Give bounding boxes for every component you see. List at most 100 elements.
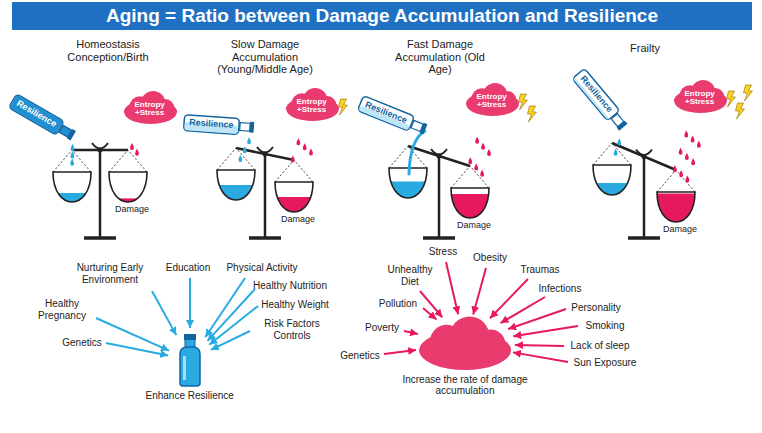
scale-base <box>84 236 116 240</box>
scale-bowl <box>593 165 631 195</box>
scale-bowl <box>53 172 91 202</box>
factor-arrow <box>490 279 528 318</box>
scale-strings <box>593 143 631 165</box>
scale-bowl <box>657 192 695 222</box>
cloud-shape <box>286 88 339 121</box>
node-text: Enhance Resilience <box>146 390 234 401</box>
factor-arrow <box>513 352 568 362</box>
stress-drop <box>487 149 491 156</box>
factor-arrow <box>515 344 564 347</box>
illustration-shape <box>476 329 505 358</box>
bottle-body <box>357 96 414 131</box>
bottle-cap <box>249 122 254 133</box>
factor-label: Stress <box>429 246 457 258</box>
bottle-cap <box>184 334 196 340</box>
factor-label: Genetics <box>62 337 101 349</box>
node-text: Entropy +Stress <box>297 98 327 116</box>
factor-label: Healthy Weight <box>261 299 329 311</box>
stress-drop <box>135 149 139 156</box>
scale-pivot-dot <box>263 152 268 157</box>
cloud-shape <box>674 80 727 113</box>
stress-drop <box>481 143 485 150</box>
resilience-drop <box>614 149 618 156</box>
stress-drop <box>309 149 313 156</box>
bottle-cap <box>616 121 627 131</box>
factor-arrow <box>513 326 578 336</box>
resilience-bottle: Resilience <box>7 92 77 143</box>
cloud-shape <box>124 91 177 124</box>
stress-drop <box>691 158 695 165</box>
bottle-body <box>572 68 620 120</box>
stress-drop <box>297 138 301 145</box>
resilience-bottle: Enhance Resilience <box>146 334 235 401</box>
damage-level <box>657 194 695 224</box>
factor-label: Risk Factors Controls <box>252 318 332 341</box>
stress-drop <box>130 143 134 150</box>
stage-heading: Homeostasis Conception/Birth <box>58 38 158 63</box>
stage-heading: Fast Damage Accumulation (Old Age) <box>390 38 490 76</box>
damage-label: Damage <box>281 214 315 224</box>
cloud-shape <box>419 316 511 370</box>
stress-drop <box>480 170 484 177</box>
scale-bowl <box>451 188 489 218</box>
factor-label: Personality <box>571 302 620 314</box>
bottle-cap <box>67 129 76 140</box>
node-text: Resilience <box>577 74 613 114</box>
stress-cloud: Increase the rate of damage accumulation <box>390 318 540 396</box>
resilience-level <box>593 183 631 196</box>
scale-strings <box>109 150 147 172</box>
rain-and-pour <box>70 85 752 183</box>
scale-base <box>423 236 455 240</box>
scale-strings <box>451 166 489 188</box>
bottle-cap <box>419 123 427 135</box>
stress-drop <box>679 170 683 177</box>
scale-stand <box>643 157 646 239</box>
factor-arrow <box>404 331 418 334</box>
lightning-bolt <box>519 94 528 110</box>
factor-label: Obesity <box>473 252 507 264</box>
bottle-body <box>183 115 239 135</box>
resilience-bottle: Resilience <box>570 67 629 133</box>
damage-level <box>451 194 489 219</box>
balance-scales <box>53 143 695 238</box>
balance-scale <box>217 147 313 238</box>
scale-stand <box>99 150 102 238</box>
node-text: Entropy +Stress <box>685 90 715 108</box>
stage-heading: Slow Damage Accumulation (Young/Middle A… <box>210 38 320 76</box>
factor-label: Traumas <box>520 264 559 276</box>
damage-label: Damage <box>115 204 149 214</box>
node-text: Entropy +Stress <box>477 93 507 111</box>
factor-arrow <box>420 291 442 317</box>
lightning-bolt <box>744 85 753 101</box>
node-text: Increase the rate of damage accumulation <box>390 374 540 396</box>
stress-drop <box>468 157 472 164</box>
stress-cloud: Entropy +Stress <box>124 92 177 124</box>
scale-base <box>628 236 660 240</box>
scale-bowl <box>217 170 255 200</box>
stress-drop <box>474 163 478 170</box>
balance-scale <box>53 143 147 238</box>
title-banner <box>12 2 752 30</box>
resilience-stream <box>409 131 425 174</box>
cloud-shape <box>466 83 519 116</box>
resilience-drop <box>247 137 251 144</box>
damage-label: Damage <box>457 220 491 230</box>
factor-arrow <box>384 350 416 354</box>
scale-pivot-dot <box>98 148 103 153</box>
factor-label: Healthy Nutrition <box>253 280 327 292</box>
factor-arrow <box>423 308 436 320</box>
stage-heading: Frailty <box>630 42 660 55</box>
bottle-liquid <box>9 95 63 135</box>
resilience-drop <box>243 146 247 153</box>
resilience-bottle: Resilience <box>182 114 254 137</box>
scale-strings <box>389 146 427 168</box>
stress-drop <box>685 153 689 160</box>
resilience-drop <box>70 159 74 166</box>
resilience-drop <box>70 151 74 158</box>
factor-arrow <box>189 278 191 328</box>
lightning-bolt <box>727 91 736 107</box>
resilience-drop <box>71 144 75 151</box>
stress-drop <box>686 176 690 183</box>
